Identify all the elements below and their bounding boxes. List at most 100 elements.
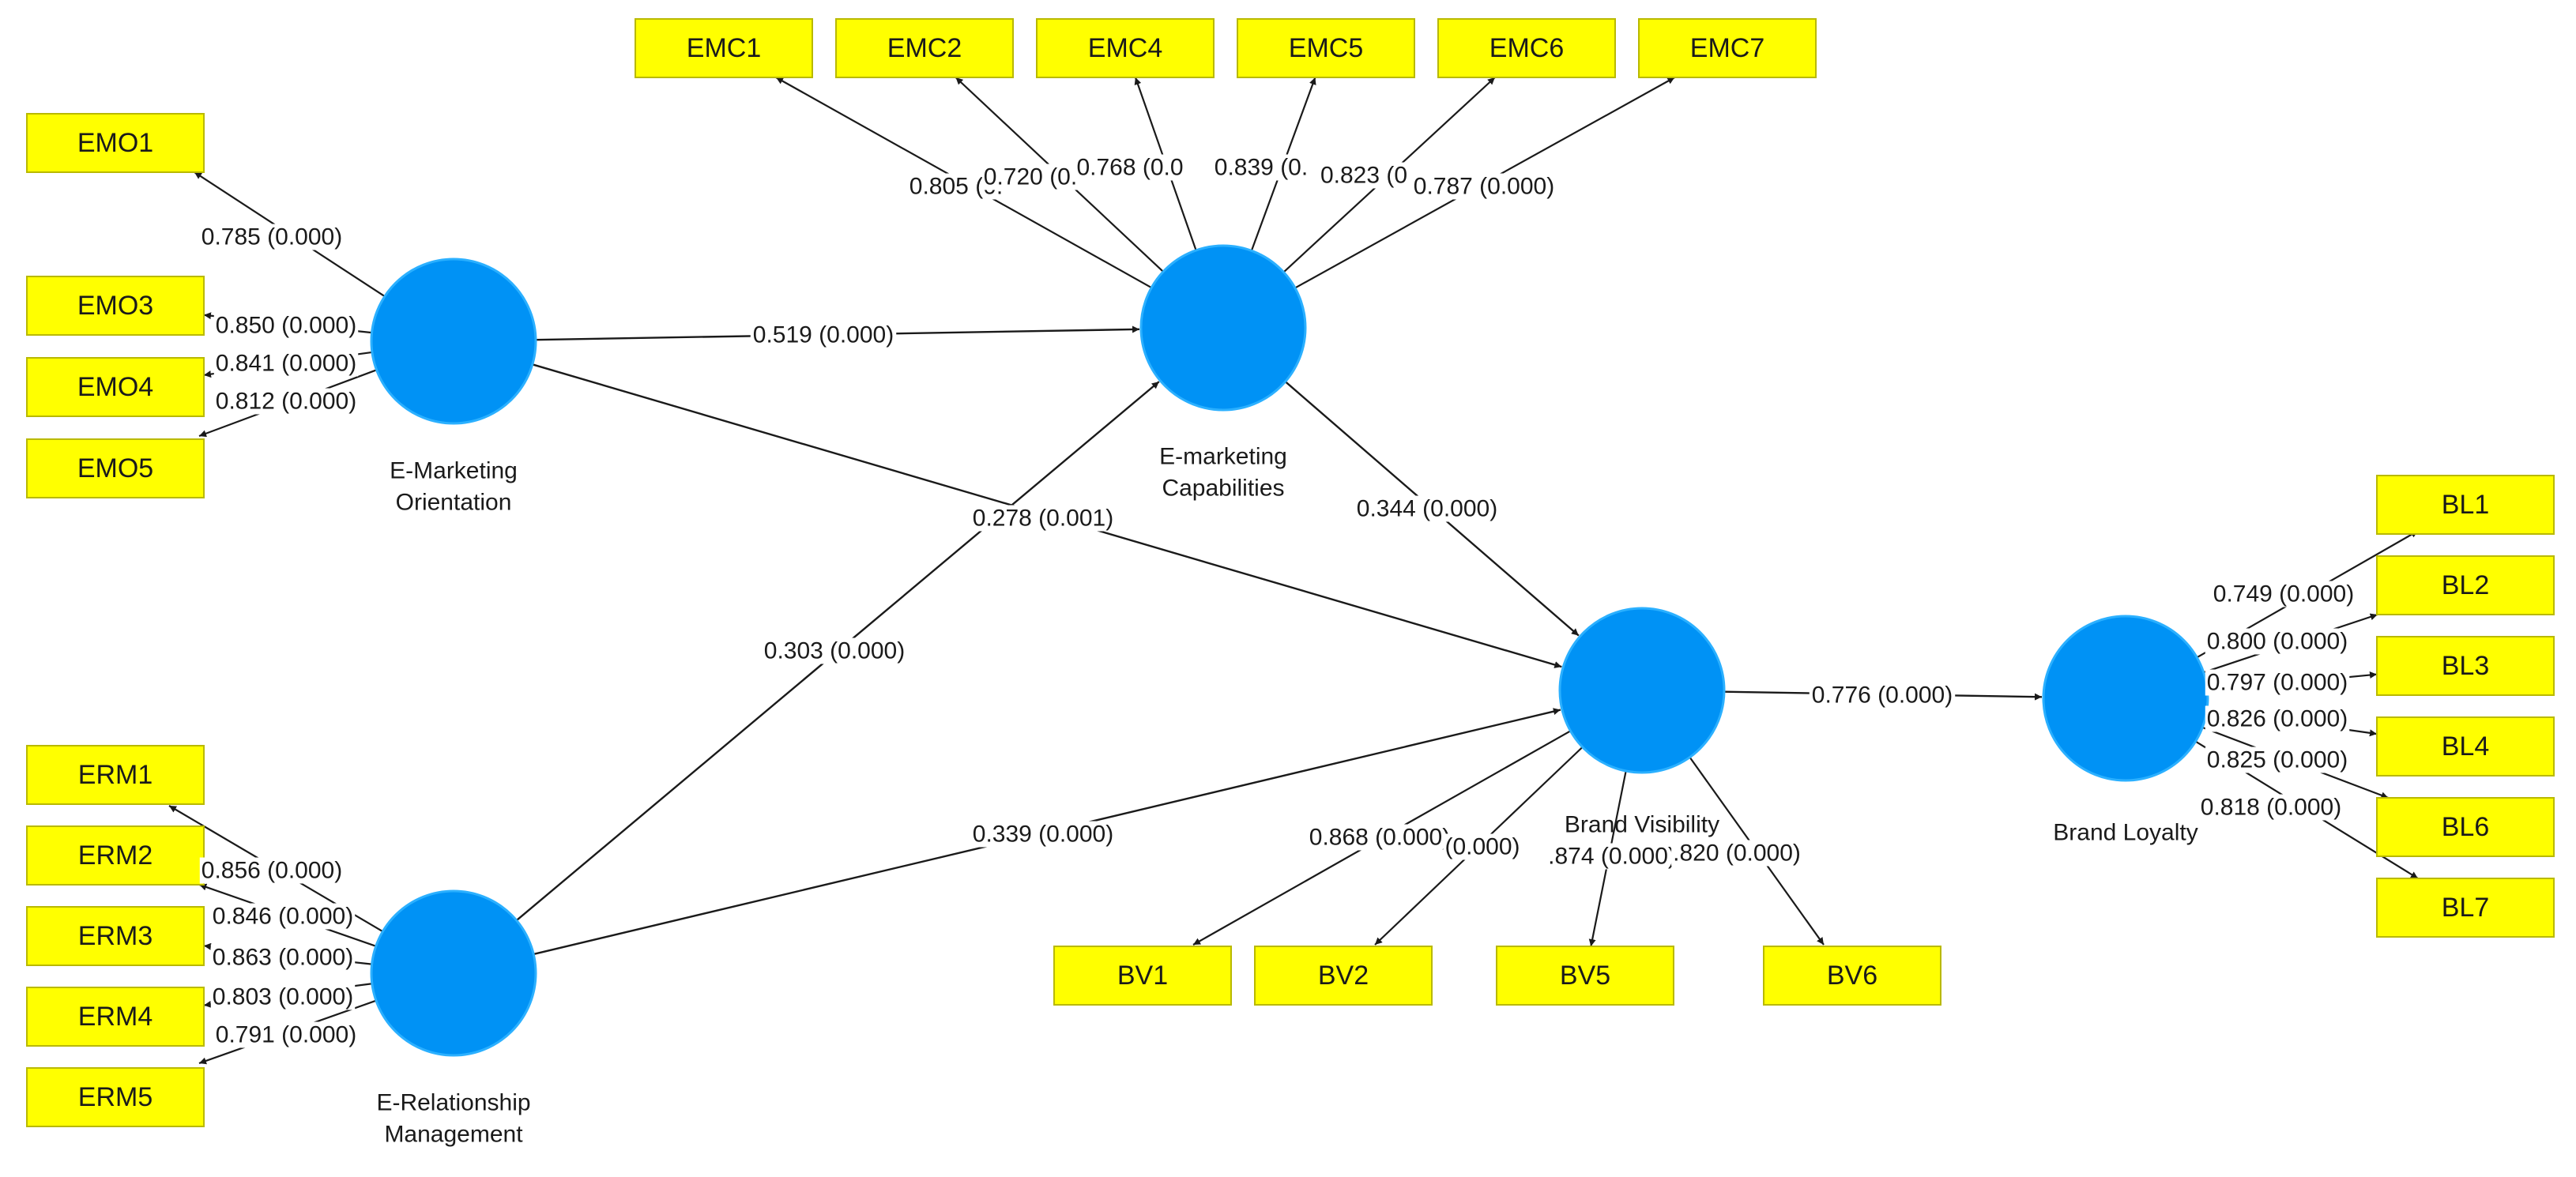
loading-label-bg — [213, 388, 359, 415]
indicator-box — [2376, 716, 2555, 777]
path-label-bg — [761, 637, 908, 664]
indicator-box — [26, 987, 205, 1047]
indicator-box — [26, 357, 205, 417]
construct-label: E-marketing — [1159, 444, 1287, 470]
indicator-emc6[interactable]: EMC6 — [1437, 18, 1616, 78]
indicator-emc4[interactable]: EMC4 — [1036, 18, 1215, 78]
loading-bl4: 0.826 (0.000) — [2207, 706, 2348, 732]
path-coefficient-erm-bv: 0.339 (0.000) — [973, 822, 1113, 848]
indicator-emo4[interactable]: EMO4 — [26, 357, 205, 417]
loading-label-bg — [1212, 154, 1310, 181]
loading-label-bg — [210, 944, 356, 971]
path-coefficient-emc-bv: 0.344 (0.000) — [1357, 496, 1497, 522]
loading-label-bg — [2205, 746, 2350, 773]
indicator-bv1[interactable]: BV1 — [1053, 946, 1232, 1006]
indicator-label: EMC4 — [1088, 33, 1162, 63]
loading-label-bg — [1546, 843, 1678, 870]
indicator-emo5[interactable]: EMO5 — [26, 438, 205, 498]
indicator-box — [26, 438, 205, 498]
path-label-bg — [750, 322, 897, 348]
indicator-emc7[interactable]: EMC7 — [1638, 18, 1817, 78]
indicator-box — [2376, 555, 2555, 615]
loading-bl3: 0.797 (0.000) — [2207, 670, 2348, 696]
construct-erm[interactable] — [370, 889, 537, 1057]
loading-label-bg — [213, 350, 359, 377]
indicator-bl3[interactable]: BL3 — [2376, 636, 2555, 696]
indicator-emc2[interactable]: EMC2 — [835, 18, 1014, 78]
indicator-bl2[interactable]: BL2 — [2376, 555, 2555, 615]
loading-emc2: 0.720 (0. — [984, 164, 1077, 190]
indicator-bv6[interactable]: BV6 — [1763, 946, 1941, 1006]
indicator-bv5[interactable]: BV5 — [1496, 946, 1674, 1006]
indicator-erm1[interactable]: ERM1 — [26, 745, 205, 805]
construct-emo[interactable] — [370, 258, 537, 425]
construct-label: Brand Loyalty — [2053, 820, 2198, 846]
indicator-emc1[interactable]: EMC1 — [635, 18, 813, 78]
loading-label-bg — [213, 312, 359, 339]
indicator-bv2[interactable]: BV2 — [1254, 946, 1433, 1006]
indicator-box — [1763, 946, 1941, 1006]
indicator-bl6[interactable]: BL6 — [2376, 797, 2555, 857]
loading-emc6: 0.823 (0 — [1320, 163, 1407, 189]
loading-bv6: .820 (0.000) — [1673, 840, 1801, 867]
indicator-bl4[interactable]: BL4 — [2376, 716, 2555, 777]
indicator-label: ERM5 — [78, 1082, 153, 1112]
construct-emc[interactable] — [1139, 244, 1307, 412]
loading-label-bg — [1443, 833, 1522, 860]
indicator-erm5[interactable]: ERM5 — [26, 1067, 205, 1127]
indicator-label: ERM1 — [78, 760, 153, 790]
indicator-box — [1036, 18, 1215, 78]
loading-erm1: 0.856 (0.000) — [201, 858, 342, 884]
construct-label: Orientation — [396, 490, 512, 516]
loading-label-bg — [1671, 840, 1802, 867]
loading-bl7: 0.818 (0.000) — [2201, 795, 2341, 821]
indicator-erm2[interactable]: ERM2 — [26, 825, 205, 886]
construct-label: E-Relationship — [376, 1090, 530, 1116]
loading-bv5: .874 (0.000) — [1548, 844, 1676, 870]
loading-bv2: (0.000) — [1444, 834, 1520, 860]
loading-label-bg — [199, 224, 345, 250]
construct-circle — [370, 258, 537, 425]
indicator-box — [2376, 797, 2555, 857]
indicator-label: BV5 — [1560, 961, 1610, 991]
loading-label-bg — [2205, 628, 2350, 655]
indicator-erm3[interactable]: ERM3 — [26, 906, 205, 966]
loading-emo3: 0.850 (0.000) — [216, 313, 356, 339]
indicator-box — [835, 18, 1014, 78]
indicator-label: BL2 — [2442, 570, 2490, 600]
loading-emc5: 0.839 (0. — [1215, 155, 1308, 181]
indicator-box — [1254, 946, 1433, 1006]
indicator-label: EMC6 — [1489, 33, 1564, 63]
indicator-emc5[interactable]: EMC5 — [1237, 18, 1415, 78]
construct-circle — [1139, 244, 1307, 412]
loading-emo4: 0.841 (0.000) — [216, 351, 356, 377]
indicator-bl1[interactable]: BL1 — [2376, 475, 2555, 535]
indicator-emo1[interactable]: EMO1 — [26, 113, 205, 173]
loading-emo1: 0.785 (0.000) — [201, 224, 342, 250]
indicator-box — [1053, 946, 1232, 1006]
loading-emc4: 0.768 (0.0 — [1076, 155, 1183, 181]
loading-label-bg — [981, 164, 1079, 190]
indicator-label: EMO1 — [77, 128, 153, 158]
loading-emo5: 0.812 (0.000) — [216, 389, 356, 415]
labels-layer: 0.519 (0.000)0.278 (0.001)0.303 (0.000)0… — [199, 154, 2356, 1148]
indicator-box — [1437, 18, 1616, 78]
indicator-box — [26, 906, 205, 966]
indicator-label: BL7 — [2442, 893, 2490, 923]
loading-label-bg — [2198, 794, 2344, 821]
loading-bl1: 0.749 (0.000) — [2213, 581, 2354, 607]
indicator-label: BV2 — [1318, 961, 1369, 991]
indicator-emo3[interactable]: EMO3 — [26, 276, 205, 336]
indicator-bl7[interactable]: BL7 — [2376, 878, 2555, 938]
indicator-erm4[interactable]: ERM4 — [26, 987, 205, 1047]
indicator-label: ERM4 — [78, 1002, 153, 1032]
indicator-label: EMC2 — [887, 33, 962, 63]
indicator-box — [26, 745, 205, 805]
construct-bv[interactable] — [1558, 607, 1726, 774]
construct-bl[interactable] — [2042, 615, 2209, 782]
indicator-label: ERM2 — [78, 840, 153, 871]
indicator-box — [1638, 18, 1817, 78]
loading-emc7: 0.787 (0.000) — [1414, 174, 1554, 200]
path-label-bg — [1809, 682, 1956, 709]
